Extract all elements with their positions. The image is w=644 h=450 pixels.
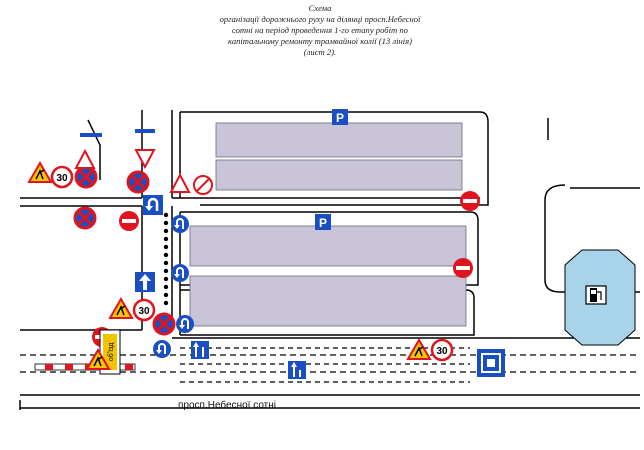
roadworks-sign-lower-left [109, 298, 133, 319]
speed-limit-sign-right [430, 338, 454, 362]
yield-sign-top-mid [135, 149, 155, 168]
no-entry-sign-right-1 [460, 191, 480, 211]
no-stopping-sign-top-left [74, 165, 98, 189]
lane-markings [20, 347, 640, 383]
u-turn-square-sign [143, 195, 163, 215]
speed-limit-sign-top-left [50, 165, 74, 189]
no-parking-sign-mid [193, 175, 213, 195]
u-turn-sign-2 [170, 263, 190, 283]
title-line-4: капітальному ремонту трамвайної колії (1… [228, 36, 412, 46]
street-label: просп.Небесної сотні [178, 400, 276, 411]
no-stopping-sign-lower [152, 312, 176, 336]
roadworks-sign-right [407, 339, 431, 360]
speed-limit-sign-lower [132, 298, 156, 322]
u-turn-sign-4 [175, 314, 195, 334]
lane-shift-sign-2 [288, 361, 306, 379]
no-entry-sign-left [119, 211, 139, 231]
no-entry-sign-right-2 [453, 258, 473, 278]
title-line-5: (лист 2). [303, 47, 337, 57]
title-line-3: сотні на період проведення 1-го етапу ро… [232, 25, 408, 35]
fuel-station [564, 249, 636, 346]
work-zone-dots [163, 212, 169, 306]
direction-plate-1 [80, 133, 102, 137]
u-turn-sign-3 [152, 339, 172, 359]
triangle-sign-top-left [75, 150, 95, 169]
diagram-title: Схема організації дорожнього руху на діл… [150, 3, 490, 58]
triangle-sign-mid [170, 174, 190, 193]
roadworks-sign-top-left [28, 162, 52, 183]
title-line-2: організації дорожнього руху на ділянці п… [219, 14, 421, 24]
title-line-1: Схема [308, 3, 332, 13]
detour-sign-text: обʼїзд [107, 343, 115, 362]
parking-sign-top [332, 109, 348, 125]
tram-stop-sign [477, 349, 505, 377]
parking-rows [189, 122, 467, 327]
no-stopping-sign-top-mid [126, 170, 150, 194]
direction-plate-2 [135, 129, 155, 133]
straight-arrow-sign [135, 272, 155, 292]
no-stopping-sign-left [73, 206, 97, 230]
lane-shift-sign-1 [191, 341, 209, 359]
u-turn-sign-1 [170, 214, 190, 234]
parking-sign-middle [315, 214, 331, 230]
fuel-station-icon [590, 288, 602, 302]
